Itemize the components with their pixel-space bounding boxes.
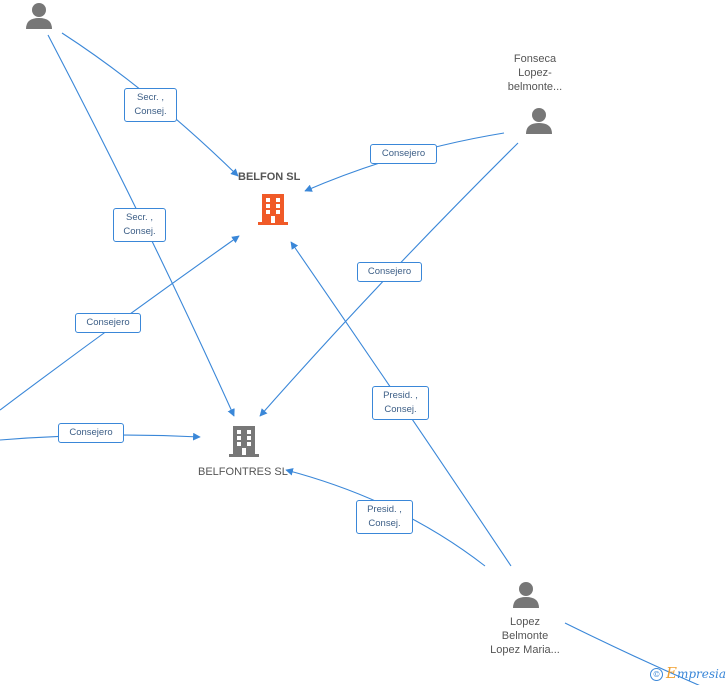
edge-label-tl-belfon[interactable]: Secr. , Consej. xyxy=(124,88,177,122)
edge-label-line: Consej. xyxy=(134,106,167,117)
person-icon-lopez[interactable] xyxy=(512,580,540,610)
edge-label-line: Consejero xyxy=(69,427,113,438)
building-icon-belfon[interactable] xyxy=(257,192,289,226)
edge-lopez-offscreen xyxy=(564,622,700,685)
person-name-line: Lopez xyxy=(510,616,540,628)
company-name-belfontres[interactable]: BELFONTRES SL xyxy=(198,466,288,478)
edge-label-fonseca-belfon[interactable]: Consejero xyxy=(370,144,437,164)
edge-label-line: Secr. , xyxy=(137,92,164,103)
edge-label-left-belfontres[interactable]: Consejero xyxy=(58,423,124,443)
edge-label-tl-belfontres[interactable]: Secr. , Consej. xyxy=(113,208,166,242)
person-name-line: Lopez- xyxy=(518,67,552,79)
copyright-icon: © xyxy=(649,668,663,681)
edge-label-left-belfon[interactable]: Consejero xyxy=(75,313,141,333)
company-name-belfon[interactable]: BELFON SL xyxy=(238,171,301,183)
edge-label-line: Consej. xyxy=(123,226,156,237)
edge-label-lopez-belfontres[interactable]: Presid. , Consej. xyxy=(356,500,413,534)
person-icon-fonseca[interactable] xyxy=(525,106,553,136)
person-name-line: belmonte... xyxy=(507,81,563,93)
edge-label-lopez-belfon[interactable]: Presid. , Consej. xyxy=(372,386,429,420)
edge-label-line: Consejero xyxy=(367,266,412,277)
building-icon-belfontres[interactable] xyxy=(228,424,260,458)
brand-initial: E xyxy=(665,664,677,682)
edge-label-line: Consej. xyxy=(384,404,417,415)
person-icon-top-left[interactable] xyxy=(25,1,53,31)
edge-label-line: Consej. xyxy=(368,518,401,529)
person-name-lopez[interactable]: Lopez Belmonte Lopez Maria... xyxy=(470,615,580,657)
person-name-line: Fonseca xyxy=(513,53,557,65)
edge-label-fonseca-belfontres[interactable]: Consejero xyxy=(357,262,422,282)
edge-label-line: Secr. , xyxy=(126,212,153,223)
edge-label-line: Consejero xyxy=(86,317,130,328)
brand-rest: mpresia xyxy=(676,667,726,681)
edge-label-line: Presid. , xyxy=(383,390,418,401)
person-name-fonseca[interactable]: Fonseca Lopez- belmonte... xyxy=(490,52,580,94)
person-name-line: Belmonte xyxy=(501,630,549,642)
edge-label-line: Consejero xyxy=(381,148,426,159)
edge-label-line: Presid. , xyxy=(367,504,402,515)
empresia-logo: ©Empresia xyxy=(649,664,726,682)
person-name-line: Lopez Maria... xyxy=(490,644,560,656)
